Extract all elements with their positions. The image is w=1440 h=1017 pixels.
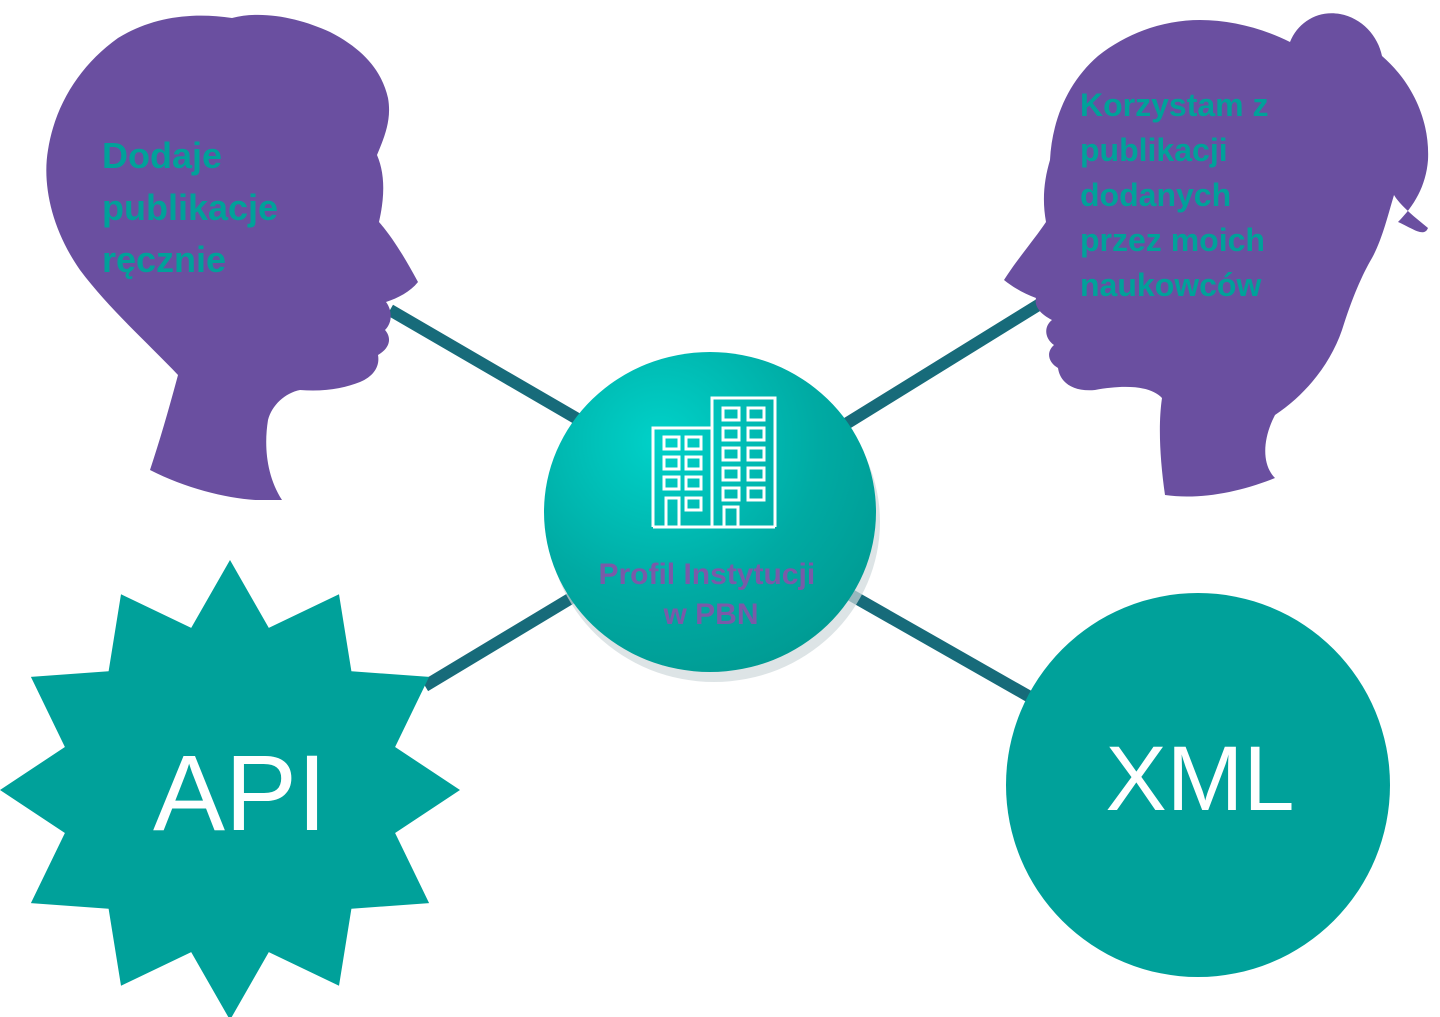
left-person-label-line: Dodaje — [102, 135, 222, 176]
center-label: Profil Instytucji w PBN — [598, 558, 823, 631]
center-node — [544, 352, 876, 672]
left-person-label-line: ręcznie — [102, 239, 226, 280]
api-label: API — [153, 732, 327, 853]
right-person-label-line: dodanych — [1080, 177, 1231, 213]
right-person-label-line: Korzystam z — [1080, 87, 1269, 123]
connector-right-person — [824, 298, 1044, 441]
right-person-label: Korzystam z publikacji dodanych przez mo… — [1080, 87, 1277, 303]
building-icon — [651, 396, 777, 529]
api-starburst — [0, 560, 460, 1017]
right-person-label-line: naukowców — [1080, 267, 1261, 303]
right-person-label-line: publikacji — [1080, 132, 1228, 168]
left-person-label: Dodaje publikacje ręcznie — [102, 135, 288, 280]
connector-left-person — [386, 304, 604, 438]
left-person-silhouette — [46, 14, 419, 500]
right-person-label-line: przez moich — [1080, 222, 1265, 258]
xml-circle — [1006, 593, 1390, 977]
right-person-silhouette — [1004, 13, 1429, 497]
xml-label: XML — [1105, 728, 1294, 830]
connector-xml — [825, 576, 1033, 703]
left-person-label-line: publikacje — [102, 187, 278, 228]
center-label-line: w PBN — [662, 598, 758, 631]
center-label-line: Profil Instytucji — [598, 558, 815, 591]
